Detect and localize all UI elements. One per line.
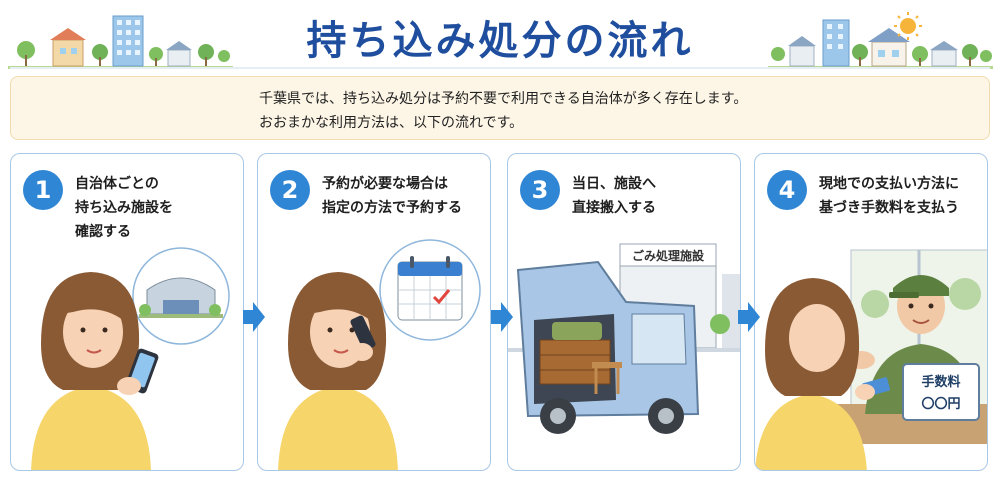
fee-sign-amount: 〇〇円 (921, 396, 960, 412)
car-with-furniture (516, 260, 700, 434)
step-2-line-2: 指定の方法で予約する (322, 200, 462, 216)
notice-box: 千葉県では、持ち込み処分は予約不要で利用できる自治体が多く存在します。 おおまか… (10, 76, 990, 140)
step-3-card: 3 当日、施設へ 直接搬入する ごみ処理施設 (507, 153, 741, 471)
step-4-line-2: 基づき手数料を支払う (819, 200, 959, 216)
step-3-text: 当日、施設へ 直接搬入する (572, 172, 737, 220)
step-4-badge: 4 (767, 170, 807, 210)
step-1-line-1: 自治体ごとの (75, 176, 159, 192)
woman-on-phone (278, 272, 398, 470)
fee-sign-label: 手数料 (921, 374, 960, 390)
step-1-line-3: 確認する (75, 224, 131, 240)
calendar-thought-bubble (370, 239, 481, 341)
arrow-right-icon (738, 302, 760, 332)
notice-line-1: 千葉県では、持ち込み処分は予約不要で利用できる自治体が多く存在します。 (259, 91, 748, 107)
step-1-text: 自治体ごとの 持ち込み施設を 確認する (75, 172, 240, 244)
woman-with-phone (31, 272, 159, 470)
step-4-line-1: 現地での支払い方法に (819, 176, 959, 192)
fee-sign: 手数料 〇〇円 (902, 363, 980, 421)
step-3-line-2: 直接搬入する (572, 200, 656, 216)
step-2-text: 予約が必要な場合は 指定の方法で予約する (322, 172, 487, 220)
step-1-card: 1 自治体ごとの 持ち込み施設を 確認する (10, 153, 244, 471)
step-2-card: 2 予約が必要な場合は 指定の方法で予約する (257, 153, 491, 471)
step-2-badge: 2 (270, 170, 310, 210)
step-3-illustration: ごみ処理施設 (508, 243, 740, 434)
step-4-card: 4 現地での支払い方法に 基づき手数料を支払う 手数料 〇〇円 (754, 153, 988, 471)
step-1-line-2: 持ち込み施設を (75, 200, 173, 216)
facility-sign-text: ごみ処理施設 (632, 248, 705, 263)
step-4-text: 現地での支払い方法に 基づき手数料を支払う (819, 172, 984, 220)
step-1-badge: 1 (23, 170, 63, 210)
step-3-line-1: 当日、施設へ (572, 176, 656, 192)
step-3-badge: 3 (520, 170, 560, 210)
town-illustration-left (8, 15, 233, 69)
notice-line-2: おおまかな利用方法は、以下の流れです。 (259, 115, 524, 131)
step-4-illustration: 手数料 〇〇円 (755, 249, 987, 470)
woman-paying (755, 278, 890, 470)
step-2-line-1: 予約が必要な場合は (322, 176, 448, 192)
title-divider (10, 67, 990, 69)
step-2-illustration (278, 239, 481, 470)
arrow-right-icon (491, 302, 513, 332)
step-1-illustration (31, 247, 230, 470)
arrow-right-icon (243, 302, 265, 332)
page-title: 持ち込み処分の流れ (306, 18, 694, 64)
